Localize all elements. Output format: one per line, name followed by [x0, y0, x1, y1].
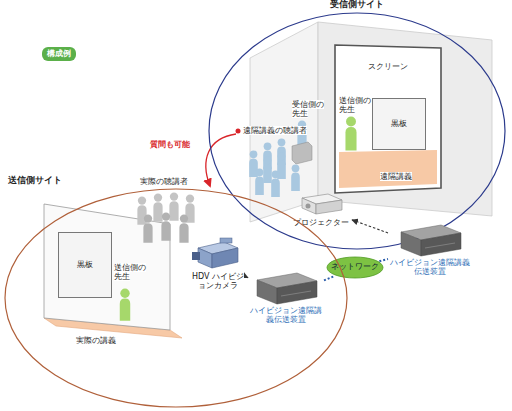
- projector: プロジェクター: [290, 190, 352, 227]
- node-text: ハイビジョン遠隔講義伝送装置: [250, 306, 322, 324]
- node-text: ハイビジョン遠隔講義伝送装置: [390, 258, 470, 276]
- label-box: 質問も可能: [150, 140, 202, 149]
- node-text: 黒板: [58, 232, 112, 298]
- label: 実際の講義: [76, 336, 116, 345]
- node-text: 黒板: [372, 98, 426, 150]
- signal-connector: [379, 259, 388, 261]
- node-text: 構成例: [42, 47, 76, 61]
- node-text: HDV ハイビジョンカメラ: [192, 272, 244, 290]
- label-box: 実際の聴講者: [140, 177, 194, 186]
- label: 受信側の先生: [292, 100, 324, 118]
- signal-connector: [352, 220, 388, 233]
- node-text: 受信側サイト: [208, 0, 506, 11]
- hdv-camera: HDV ハイビジョンカメラ: [190, 236, 246, 290]
- node-text: プロジェクター: [293, 218, 349, 227]
- label: 遠隔講義: [380, 172, 412, 181]
- blackboard: 黒板: [58, 232, 112, 298]
- label: 遠隔講義の聴講者: [243, 126, 307, 135]
- label-box: 遠隔講義の聴講者: [243, 126, 315, 135]
- label: 送信側の先生: [339, 96, 371, 114]
- label: 送信側の先生: [114, 263, 146, 281]
- blackboard: 黒板: [372, 98, 426, 150]
- receiver-site: 受信側サイトスクリーン黒板プロジェクターハイビジョン遠隔講義伝送装置: [208, 0, 506, 250]
- node-text: HDV ハイビジョンカメラ: [190, 272, 246, 290]
- example-badge: 構成例: [42, 47, 76, 61]
- question-label: 質問も可能: [150, 140, 190, 149]
- network-ellipse: ネットワーク: [326, 256, 384, 279]
- node-text: スクリーン: [334, 44, 442, 71]
- node-text: ネットワーク: [326, 256, 384, 279]
- label-box: 送信側の先生: [114, 263, 148, 281]
- label-box: 遠隔講義: [380, 172, 422, 181]
- label: 実際の聴講者: [140, 177, 188, 186]
- node-text: ハイビジョン遠隔講義伝送装置: [248, 306, 324, 324]
- transmission-device: ハイビジョン遠隔講義伝送装置: [248, 268, 324, 324]
- label-box: 受信側の先生: [292, 100, 326, 118]
- transmission-device: ハイビジョン遠隔講義伝送装置: [388, 220, 472, 276]
- signal-connector: [246, 276, 248, 278]
- signal-connector: [324, 276, 335, 281]
- label-box: 送信側の先生: [339, 96, 373, 114]
- sender-site: 送信側サイト黒板HDV ハイビジョンカメラハイビジョン遠隔講義伝送装置: [4, 176, 348, 408]
- node-text: ハイビジョン遠隔講義伝送装置: [388, 258, 472, 276]
- label-box: 実際の講義: [76, 336, 126, 345]
